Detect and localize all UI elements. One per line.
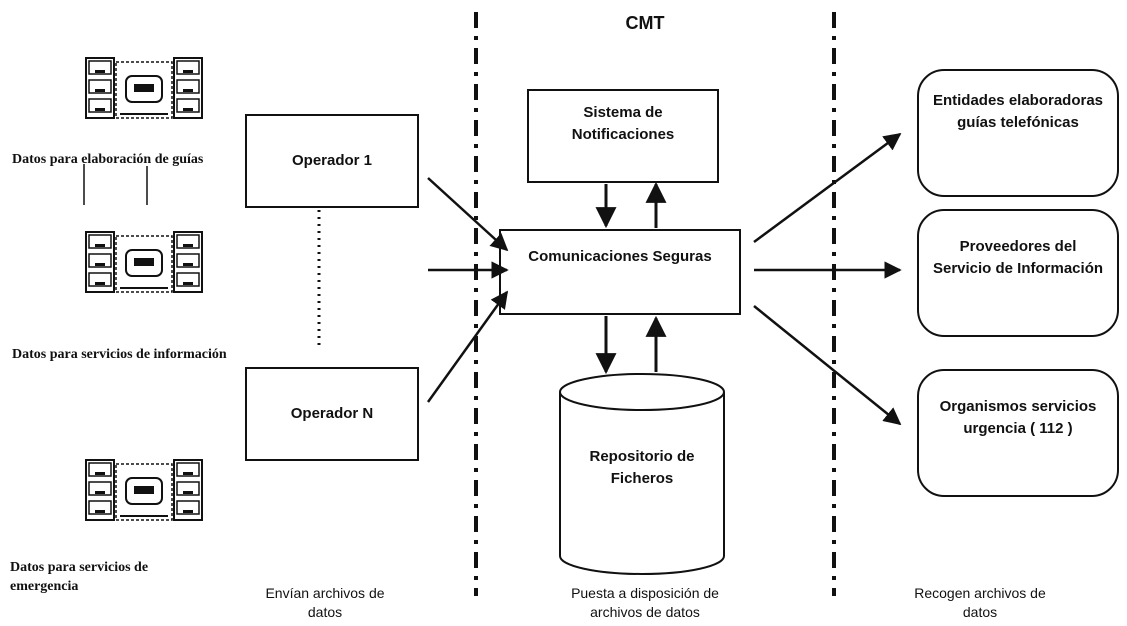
destination-label: Proveedores del Servicio de Información — [932, 238, 1104, 277]
destination-label: Entidades elaboradoras guías telefónicas — [932, 92, 1104, 131]
destination-box — [917, 209, 1119, 337]
source-label: Datos para servicios de emergencia — [10, 560, 149, 594]
destination-box — [917, 69, 1119, 197]
secure-comms-box — [499, 229, 741, 315]
server-icon — [86, 58, 202, 118]
arrow — [426, 290, 509, 403]
arrow — [427, 177, 509, 252]
secure-comms-label: Comunicaciones Seguras — [528, 248, 712, 265]
operator-n-label: Operador N — [290, 405, 374, 422]
repository-cylinder — [559, 373, 725, 575]
caption-right: Recogen archivos de datos — [914, 585, 1046, 620]
server-icon — [86, 460, 202, 520]
caption-left: Envían archivos de datos — [265, 585, 385, 620]
cmt-title: CMT — [625, 13, 665, 33]
notifications-box — [527, 89, 719, 183]
destination-label: Organismos servicios urgencia ( 112 ) — [939, 398, 1097, 437]
operator-n-box — [245, 367, 419, 461]
destination-box — [917, 369, 1119, 497]
operator-1-box — [245, 114, 419, 208]
operator-1-label: Operador 1 — [291, 152, 373, 169]
repository-label: Repositorio de Ficheros — [589, 448, 695, 487]
caption-center: Puesta a disposición de archivos de dato… — [571, 585, 719, 620]
arrow — [753, 305, 902, 426]
source-label: Datos para servicios de información — [12, 347, 227, 362]
notifications-label: Sistema de Notificaciones — [571, 104, 675, 143]
server-icon — [86, 232, 202, 292]
source-label: Datos para elaboración de guías — [12, 152, 204, 167]
arrow — [753, 132, 902, 244]
